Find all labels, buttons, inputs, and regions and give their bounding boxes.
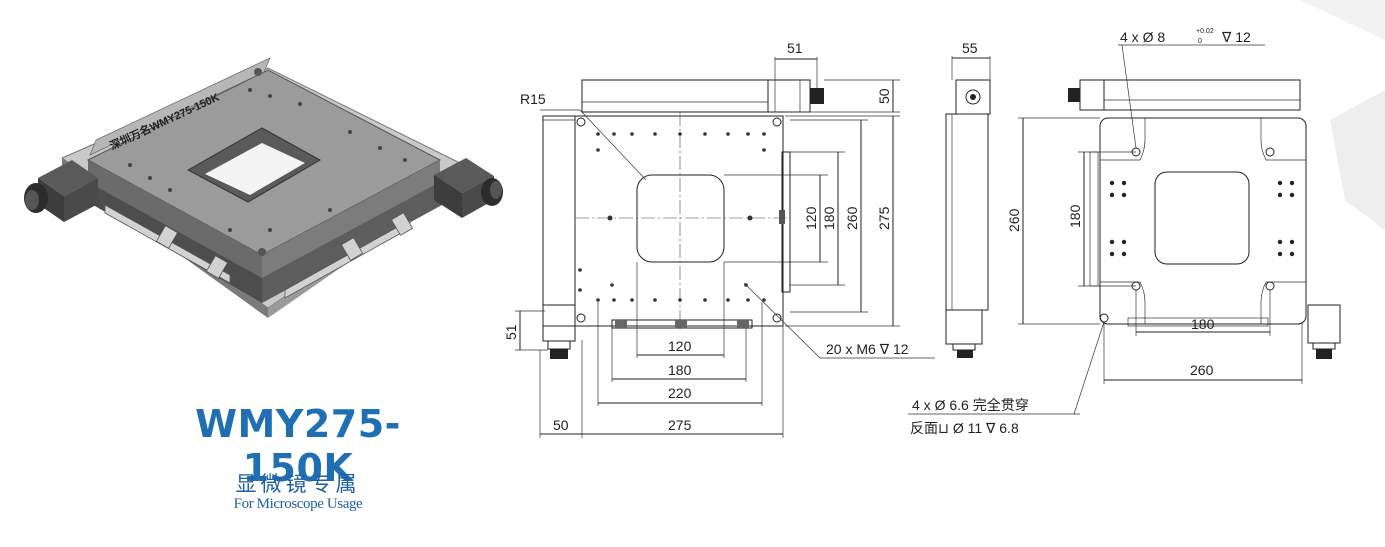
dim-pin-holes: 4 x Ø 8: [1120, 29, 1165, 45]
dim-inner-120-h: 120: [668, 338, 692, 354]
dim-outer-275-v: 275: [876, 206, 892, 230]
dim-bottom-motor: 51: [503, 324, 519, 340]
dim-back-height-260: 260: [1006, 208, 1022, 232]
side-view-drawing: 55: [945, 40, 991, 358]
usage-cn: 显微镜专属: [235, 472, 361, 496]
dim-pin-depth: ∇ 12: [1221, 29, 1251, 45]
usage-en: For Microscope Usage: [233, 496, 363, 512]
dim-inner-180-v: 180: [821, 206, 837, 230]
dim-pin-tol-lower: 0: [1198, 38, 1202, 45]
dim-radius: R15: [520, 91, 546, 107]
dim-inner-120-v: 120: [803, 206, 819, 230]
dim-through-holes: 4 x Ø 6.6 完全贯穿: [912, 397, 1029, 413]
dim-motor-height: 50: [876, 88, 892, 104]
dim-back-width-260: 260: [1190, 362, 1214, 378]
dim-inner-260-v: 260: [844, 206, 860, 230]
dim-offset-50: 50: [553, 417, 569, 433]
dim-back-inner-180-v: 180: [1067, 204, 1083, 228]
dim-side-width: 55: [962, 40, 978, 56]
dim-outer-275-h: 275: [668, 417, 692, 433]
dim-pin-tol-upper: +0.02: [1196, 28, 1214, 35]
right-motor: [434, 158, 503, 218]
dim-thread-holes: 20 x M6 ∇ 12: [826, 341, 909, 357]
left-motor: [24, 160, 98, 222]
dim-motor-width: 51: [787, 40, 803, 56]
decorative-corner-shading: [1300, 0, 1385, 230]
back-view-drawing: 260 180 180 260 4 x Ø 8 +0.02 0 ∇ 12 4 x…: [908, 28, 1341, 436]
front-view-drawing: 51 50 R15 120 180 260 275 51: [503, 40, 935, 438]
stage-isometric-render: 深圳万名WMY275-150K: [24, 57, 503, 318]
dim-inner-180-h: 180: [668, 362, 692, 378]
dim-back-inner-180-h: 180: [1191, 316, 1215, 332]
dim-counterbore: 反面⊔ Ø 11 ∇ 6.8: [910, 420, 1019, 436]
model-title: WMY275-150K: [195, 402, 401, 490]
dim-inner-220-h: 220: [668, 385, 692, 401]
